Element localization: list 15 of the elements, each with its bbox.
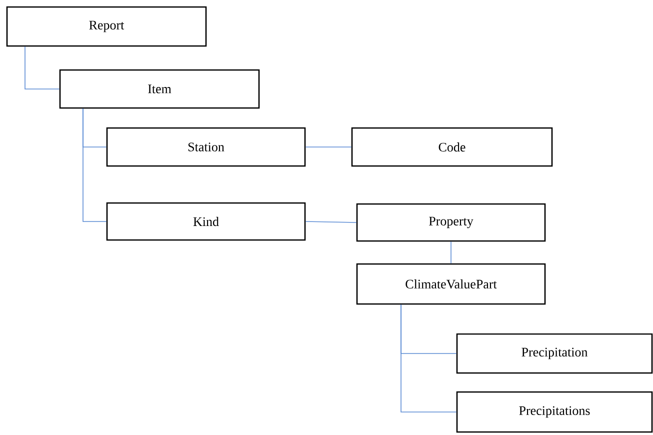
box: Report [6,6,207,47]
connector-line [24,46,60,90]
connector-line [305,221,357,223]
box: Precipitation [456,333,653,374]
connector-line [305,146,352,148]
box: Precipitations [456,391,653,433]
box: Code [351,127,553,167]
box: Kind [106,202,306,241]
box: ClimateValuePart [356,263,546,305]
connector-line [400,304,457,412]
connector-line [450,241,452,264]
box: Property [356,203,546,242]
box: Item [59,69,260,109]
connector-line [82,108,107,222]
box: Station [106,127,306,167]
